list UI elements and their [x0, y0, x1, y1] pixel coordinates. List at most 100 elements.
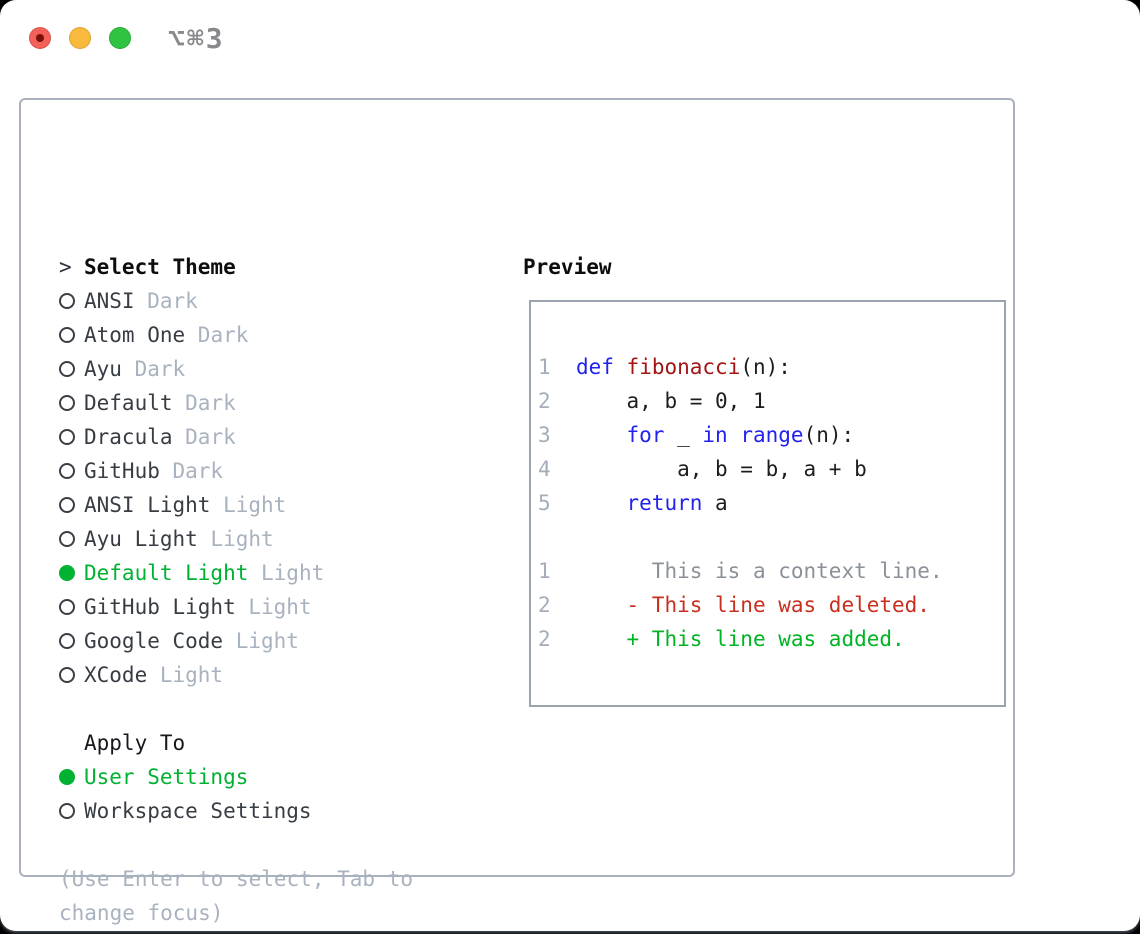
theme-variant-label: Light — [248, 561, 325, 585]
unsaved-indicator-dot — [36, 34, 44, 42]
apply-option-user-settings[interactable]: User Settings — [59, 760, 312, 794]
radio-unselected-icon — [59, 599, 84, 615]
code-token-plain: (n): — [740, 355, 791, 379]
theme-variant-label: Dark — [185, 323, 249, 347]
theme-option-label: Default — [84, 391, 173, 415]
radio-unselected-icon — [59, 293, 84, 309]
prompt-icon: > — [59, 255, 72, 279]
theme-variant-label: Dark — [159, 459, 224, 483]
theme-option-ayu-dark[interactable]: Ayu Dark — [59, 352, 324, 386]
theme-variant-label: Dark — [134, 289, 198, 313]
theme-option-label: GitHub — [84, 459, 160, 483]
preview-code-line: 5 return a — [538, 486, 998, 520]
line-number: 4 — [538, 457, 551, 481]
theme-variant-label: Dark — [121, 357, 186, 381]
radio-unselected-icon — [59, 429, 84, 445]
code-token-ctx: This is a context line. — [550, 559, 943, 583]
code-token-kw: range — [740, 423, 804, 447]
theme-option-label: ANSI — [84, 289, 135, 313]
preview-heading: Preview — [523, 255, 612, 279]
line-number: 3 — [538, 423, 551, 447]
theme-option-ansi-dark[interactable]: ANSI Dark — [59, 284, 324, 318]
theme-option-label: ANSI Light — [84, 493, 211, 517]
code-token-kw: return — [626, 491, 703, 515]
theme-option-xcode-light[interactable]: XCode Light — [59, 658, 324, 692]
theme-option-dracula-dark[interactable]: Dracula Dark — [59, 420, 324, 454]
theme-option-ansi-light-light[interactable]: ANSI Light Light — [59, 488, 324, 522]
code-token-plain: (n): — [803, 423, 855, 447]
theme-variant-label: Dark — [172, 391, 236, 415]
code-token-plain — [551, 355, 576, 379]
minimize-button[interactable] — [69, 27, 91, 49]
radio-selected-icon — [59, 565, 84, 581]
preview-code-line: 2 - This line was deleted. — [538, 588, 998, 622]
theme-option-github-light-light[interactable]: GitHub Light Light — [59, 590, 324, 624]
apply-option-label: Workspace Settings — [84, 799, 312, 823]
theme-option-label: XCode — [84, 663, 148, 687]
line-number: 2 — [538, 389, 551, 413]
hint-line-2: change focus) — [59, 901, 224, 925]
theme-option-label: Ayu Light — [84, 527, 198, 551]
theme-option-default-dark[interactable]: Default Dark — [59, 386, 324, 420]
preview-code-line: 3 for _ in range(n): — [538, 418, 998, 452]
theme-option-label: Default Light — [84, 561, 249, 585]
code-token-plain: a, b = 0, 1 — [550, 389, 766, 413]
theme-option-label: Ayu — [84, 357, 122, 381]
theme-option-ayu-light-light[interactable]: Ayu Light Light — [59, 522, 324, 556]
line-number: 2 — [538, 627, 551, 651]
theme-variant-label: Light — [210, 493, 287, 517]
preview-blank-line — [538, 520, 998, 554]
code-token-del: - This line was deleted. — [550, 593, 930, 617]
radio-unselected-icon — [59, 395, 84, 411]
line-number: 5 — [538, 491, 551, 515]
radio-unselected-icon — [59, 667, 84, 683]
theme-option-github-dark[interactable]: GitHub Dark — [59, 454, 324, 488]
apply-option-workspace-settings[interactable]: Workspace Settings — [59, 794, 312, 828]
radio-selected-icon — [59, 769, 84, 785]
code-token-kw: def — [575, 355, 614, 379]
apply-to-header: Apply To — [59, 726, 312, 760]
code-token-plain: a — [702, 491, 728, 515]
code-token-plain: _ — [664, 423, 703, 447]
zoom-button[interactable] — [109, 27, 131, 49]
code-token-kw: for — [626, 423, 665, 447]
line-number: 2 — [538, 593, 551, 617]
preview-code-line: 4 a, b = b, a + b — [538, 452, 998, 486]
radio-unselected-icon — [59, 633, 84, 649]
theme-option-label: Google Code — [84, 629, 224, 653]
theme-variant-label: Light — [223, 629, 299, 653]
select-theme-header: > Select Theme — [59, 250, 324, 284]
theme-variant-label: Light — [197, 527, 274, 551]
code-token-plain — [614, 355, 627, 379]
theme-option-default-light-light[interactable]: Default Light Light — [59, 556, 324, 590]
close-button[interactable] — [29, 27, 51, 49]
window-title: ⌥⌘3 — [168, 22, 225, 55]
code-token-add: + This line was added. — [550, 627, 905, 651]
code-token-kw: in — [702, 423, 728, 447]
theme-option-atom-one-dark[interactable]: Atom One Dark — [59, 318, 324, 352]
theme-variant-label: Light — [147, 663, 224, 687]
radio-unselected-icon — [59, 531, 84, 547]
preview-code-line: 2 + This line was added. — [538, 622, 998, 656]
hint-text: (Use Enter to select, Tab to change focu… — [59, 862, 413, 930]
code-token-fn: fibonacci — [626, 355, 741, 379]
theme-option-label: GitHub Light — [84, 595, 236, 619]
code-token-plain — [551, 491, 627, 515]
theme-option-label: Atom One — [84, 323, 186, 347]
theme-option-label: Dracula — [84, 425, 173, 449]
radio-unselected-icon — [59, 327, 84, 343]
apply-to-title: Apply To — [84, 731, 186, 755]
theme-variant-label: Dark — [172, 425, 236, 449]
code-token-plain — [551, 423, 627, 447]
theme-option-google-code-light[interactable]: Google Code Light — [59, 624, 324, 658]
theme-variant-label: Light — [235, 595, 312, 619]
preview-code-line: 2 a, b = 0, 1 — [538, 384, 998, 418]
apply-option-label: User Settings — [84, 765, 249, 789]
line-number: 1 — [538, 559, 551, 583]
